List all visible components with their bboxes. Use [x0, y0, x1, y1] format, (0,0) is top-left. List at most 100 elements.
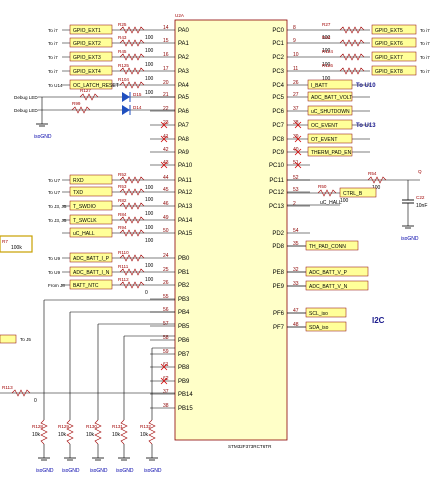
left-net-res-ref: R45 [118, 49, 127, 54]
left-pin-number: 26 [163, 280, 169, 286]
left-pin-number: 17 [163, 66, 169, 72]
left-pin-number: 14 [163, 25, 169, 31]
left-net-res-val: 100 [145, 225, 154, 231]
left-net-label: ADC_BATT_I_N [73, 270, 110, 276]
left-pin-number: 20 [163, 80, 169, 86]
net-label-box [307, 79, 353, 90]
r7-val: 100k [11, 245, 22, 251]
right-net-resistor [339, 67, 365, 75]
right-net-res-val: 100 [322, 62, 331, 68]
net-label-box [371, 37, 417, 48]
left-net-res-ref: R25 [118, 22, 127, 27]
left-pin-name: PB1 [178, 270, 190, 276]
pulldown-res-ref: R131 [112, 424, 123, 429]
right-pin-name: PD2 [272, 231, 284, 237]
left-net-res-val: 100 [145, 238, 154, 244]
right-pin-name: PC13 [269, 204, 285, 210]
left-pin-name: PB0 [178, 256, 190, 262]
right-net-label: THERM_PAD_EN [311, 150, 352, 156]
left-net-res-val: 100 [145, 185, 154, 191]
left-net-resistor [119, 216, 145, 224]
left-net-resistor [119, 39, 145, 47]
c22-ref: C22 [416, 195, 425, 200]
left-net-dest: To U7 [48, 178, 60, 183]
left-pin-name: PA7 [178, 123, 190, 129]
left-pin-number: 22 [163, 106, 169, 112]
left-pin-number: 50 [163, 228, 169, 234]
right-pin-name: PC2 [272, 55, 284, 61]
right-net-resistor [339, 26, 365, 34]
pulldown-res-val: 10k [86, 432, 95, 438]
left-net-label: GPIO_EXT1 [73, 28, 101, 34]
pulldown-gnd-label: isoGND [62, 468, 80, 474]
left-pin-name: PA8 [178, 137, 190, 143]
right-net-label: OC_EVENT [311, 123, 338, 129]
left-net-dest: To J3, J5 [48, 204, 67, 209]
right-pin-number: 54 [293, 228, 299, 234]
left-pin-name: PA15 [178, 231, 193, 237]
left-net-res-val: 100 [145, 197, 154, 203]
left-net-dest: To U9 [48, 256, 60, 261]
net-label-box [371, 65, 417, 76]
right-pin-number: 52 [293, 175, 299, 181]
right-pin-name: PC10 [269, 163, 285, 169]
led-d15-icon [122, 92, 130, 102]
left-pin-number: 58 [163, 335, 169, 341]
left-pin-number: 42 [163, 147, 169, 153]
left-net-resistor [119, 81, 145, 89]
right-net-note: To U10 [356, 83, 376, 89]
left-pin-number: 55 [163, 294, 169, 300]
debug-res2: R99 [72, 101, 81, 106]
net-label-box [307, 133, 353, 144]
left-net-resistor [119, 254, 145, 262]
pulldown-res-ref: R132 [140, 424, 151, 429]
net-label-box [69, 227, 113, 238]
net-label-box [69, 24, 113, 35]
right-pin-name: PF6 [273, 311, 285, 317]
debug-d1: D15 [133, 92, 142, 97]
left-pin-number: 37 [163, 389, 169, 395]
left-net-label: GPIO_EXT2 [73, 41, 101, 47]
no-connect-icon [160, 377, 168, 385]
adc-batt-v-n-label: ADC_BATT_V_N [309, 284, 348, 290]
left-net-res-ref: R112 [118, 277, 129, 282]
right-net-note: To i7 [420, 41, 430, 46]
chip-ref: U2A [175, 13, 185, 18]
right-pin-number: 8 [293, 25, 296, 31]
left-net-res-ref: R111 [118, 264, 129, 269]
left-pin-name: PB3 [178, 297, 190, 303]
left-net-res-ref: R84 [118, 212, 127, 217]
debug-led-section: Debug LED Debug LED isoGND R127 R99 D15 … [14, 88, 175, 140]
ctrl-b-label: CTRL_B [343, 191, 363, 197]
right-net-label: ADC_BATT_VOLT [311, 95, 352, 101]
net-label-box [371, 51, 417, 62]
left-net-dest: To U7 [48, 190, 60, 195]
left-net-label: T_SWCLK [73, 218, 97, 224]
left-net-dest: To i7 [48, 55, 58, 60]
r113-val: 0 [34, 398, 37, 404]
right-pin-name: PC11 [269, 178, 284, 184]
right-pin-number: 53 [293, 187, 299, 193]
right-extra-section: R54 100 Q R50 100 CTRL_B uC_HALL C22 10n… [0, 169, 427, 332]
left-pin-name: PB7 [178, 352, 190, 358]
right-net-res-val: 100 [322, 76, 331, 82]
left-net-resistor [119, 26, 145, 34]
right-net-res-val: 100 [322, 48, 331, 54]
left-net-res-val: 100 [145, 211, 154, 217]
net-label-box [69, 252, 113, 263]
net-label-box [69, 186, 113, 197]
right-pin-name: PC4 [272, 83, 284, 89]
left-pin-name: PA14 [178, 218, 193, 224]
debug-gnd-label: isoGND [34, 134, 52, 140]
pulldown-res-val: 10k [112, 432, 121, 438]
debug-led-1-label: Debug LED [14, 95, 38, 100]
left-pin-name: PB14 [178, 392, 193, 398]
pulldown-res-ref: R130 [86, 424, 97, 429]
right-pin-name: PF7 [273, 325, 285, 331]
left-net-resistor [119, 202, 145, 210]
left-pin-name: PB9 [178, 379, 190, 385]
left-pin-name: PA0 [178, 28, 190, 34]
pulldown-resistor [66, 419, 74, 445]
th-pad-conn-label: TH_PAD_CONN [309, 244, 346, 250]
